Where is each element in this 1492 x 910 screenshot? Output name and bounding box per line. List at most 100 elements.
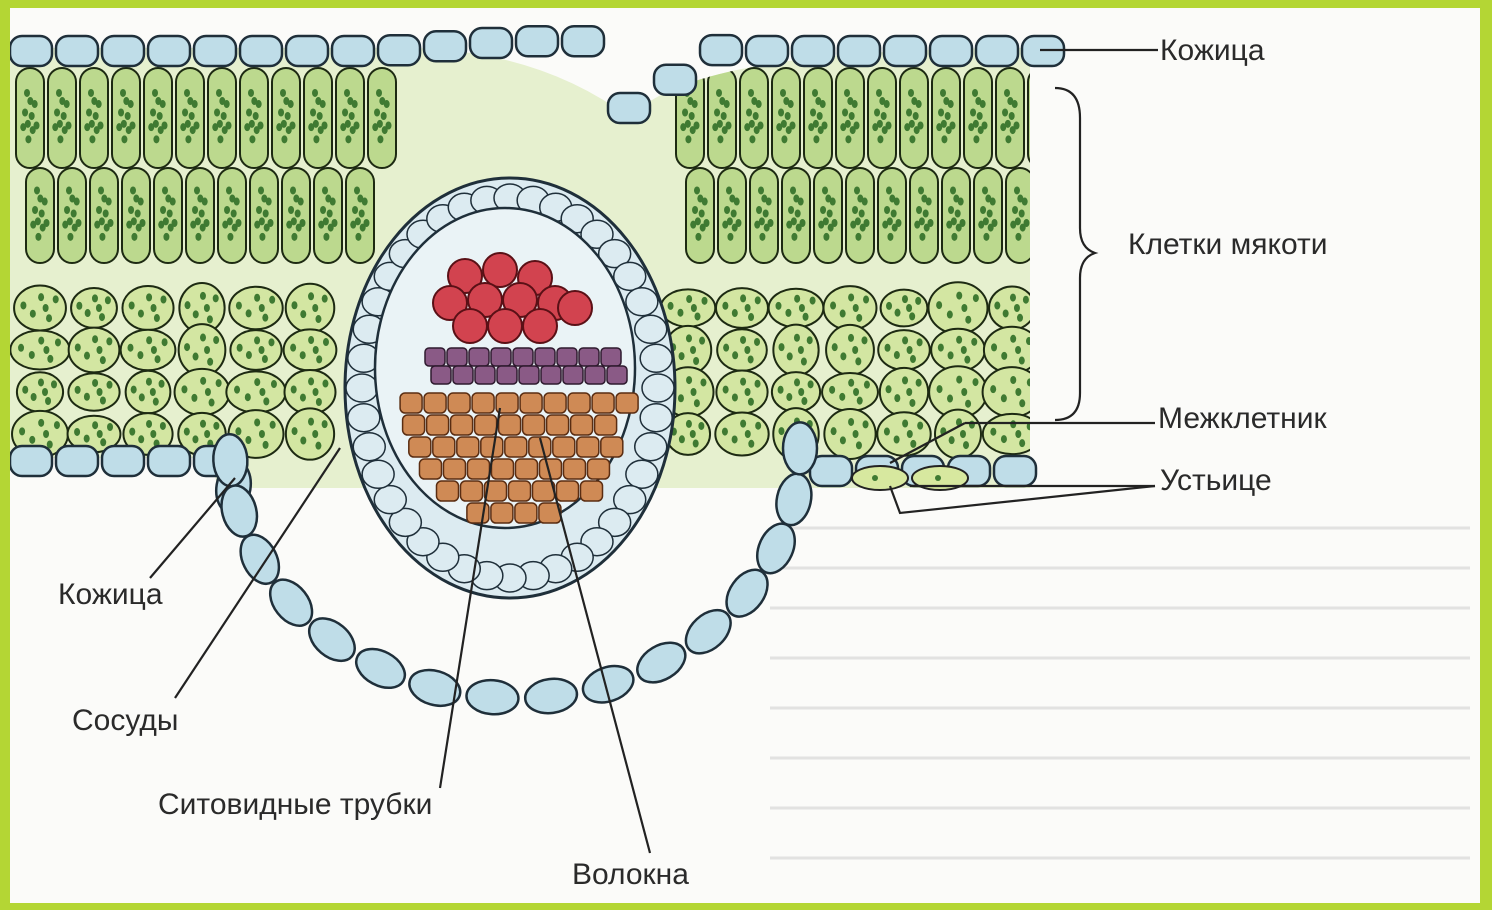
fiber-cell [451,415,473,435]
chloroplast [973,135,979,143]
chloroplast [695,233,701,241]
diagram-frame: Кожица Клетки мякоти Межклетник Устьице … [10,8,1480,903]
chloroplast [906,304,912,312]
chloroplast [778,427,784,435]
chloroplast [155,355,161,363]
epidermis-cell [654,65,696,95]
chloroplast [884,100,890,108]
fiber-cell [443,459,465,479]
fiber-cell [577,437,599,457]
chloroplast [790,186,796,194]
chloroplast [281,135,287,143]
chloroplast [1010,294,1016,302]
chloroplast [891,210,897,218]
chloroplast [853,430,859,438]
chloroplast [126,221,132,229]
chloroplast [256,206,262,214]
chloroplast [138,198,144,206]
chloroplast [680,123,686,131]
chloroplast [977,112,983,120]
chloroplast [385,121,391,129]
chloroplast [855,357,861,365]
chloroplast [855,233,861,241]
chloroplast [877,135,883,143]
epidermis-cell [240,36,282,66]
chloroplast [910,440,916,448]
chloroplast [331,219,337,227]
chloroplast [245,393,251,401]
chloroplast [263,397,269,405]
chloroplast [236,302,242,310]
chloroplast [193,121,199,129]
chloroplast [139,219,145,227]
chloroplast [857,397,863,405]
chloroplast [745,430,751,438]
chloroplast [810,297,816,305]
chloroplast [756,100,762,108]
vessel-cell [483,253,517,287]
chloroplast [289,121,295,129]
epidermis-cell [746,36,788,66]
chloroplast [821,121,827,129]
chloroplast [384,100,390,108]
chloroplast [195,233,201,241]
chloroplast [941,135,947,143]
chloroplast [754,338,760,346]
chloroplast [170,198,176,206]
chloroplast [308,418,314,426]
chloroplast [909,135,915,143]
chloroplast [313,135,319,143]
chloroplast [184,428,190,436]
sieve-tube-cell [469,348,489,366]
sieve-tube-cell [447,348,467,366]
chloroplast [727,233,733,241]
chloroplast [808,123,814,131]
chloroplast [936,123,942,131]
chloroplast [978,221,984,229]
chloroplast [721,112,727,120]
sieve-tube-cell [541,366,561,384]
sieve-tube-cell [607,366,627,384]
chloroplast [829,386,835,394]
chloroplast [204,430,210,438]
chloroplast [35,233,41,241]
sieve-tube-cell [425,348,445,366]
chloroplast [799,219,805,227]
chloroplast [956,376,962,384]
chloroplast [118,108,124,116]
chloroplast [776,123,782,131]
chloroplast [894,351,900,359]
chloroplast [271,380,277,388]
chloroplast [1023,219,1029,227]
chloroplast [788,100,794,108]
fiber-cell [553,437,575,457]
chloroplast [276,123,282,131]
chloroplast [689,112,695,120]
chloroplast [692,206,698,214]
chloroplast [745,304,751,312]
chloroplast [990,385,996,393]
label-fibers: Волокна [572,858,689,891]
sheath-cell [640,344,672,372]
chloroplast [973,294,979,302]
chloroplast [940,89,946,97]
fiber-cell [475,415,497,435]
chloroplast [881,112,887,120]
chloroplast [794,334,800,342]
chloroplast [740,420,746,428]
chloroplast [864,381,870,389]
chloroplast [686,295,692,303]
chloroplast [84,352,90,360]
epidermis-cell [523,676,579,716]
chloroplast [259,346,265,354]
chloroplast [798,198,804,206]
chloroplast [31,393,37,401]
chloroplast [678,394,684,402]
chloroplast [748,89,754,97]
chloroplast [803,313,809,321]
chloroplast [71,210,77,218]
sieve-tubes-group [425,348,627,384]
chloroplast [1013,121,1019,129]
epidermis-cell [783,422,817,474]
chloroplast [321,121,327,129]
